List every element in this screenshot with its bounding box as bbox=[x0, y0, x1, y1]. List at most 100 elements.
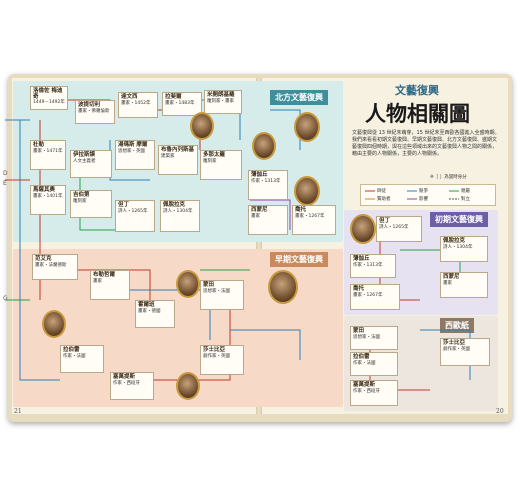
portrait-icon bbox=[42, 310, 66, 338]
person-desc: 畫家・1452年 bbox=[121, 100, 151, 106]
person-desc: 畫家 bbox=[251, 213, 260, 219]
person-desc: 畫家・1401年 bbox=[33, 193, 63, 199]
person-name: 蒙田 bbox=[353, 328, 365, 334]
person-node[interactable]: 蒙田思想家・法國 bbox=[350, 326, 398, 350]
intro-text: 文藝復興從 13 世紀末萌芽，15 世紀末至西歐各國進入全盛時期。我們來看看初期… bbox=[352, 130, 500, 157]
person-node[interactable]: 拉伯雷作家・法國 bbox=[350, 352, 398, 376]
person-name: 蒙田 bbox=[203, 282, 215, 288]
person-node[interactable]: 伊拉斯謨人文主義者 bbox=[70, 150, 112, 178]
person-name: 拉伯雷 bbox=[353, 354, 370, 360]
legend-swatches bbox=[365, 190, 459, 200]
person-node[interactable]: 布魯內列斯基建築家 bbox=[158, 145, 198, 175]
person-name: 波提切利 bbox=[78, 102, 101, 108]
person-desc: 思想家・法國 bbox=[203, 288, 230, 294]
page-number-left: 21 bbox=[14, 408, 22, 415]
person-node[interactable]: 馬薩其奧畫家・1401年 bbox=[30, 185, 66, 215]
person-node[interactable]: 杜勒畫家・1471年 bbox=[30, 140, 66, 170]
person-name: 西蒙尼 bbox=[443, 274, 460, 280]
person-desc: 雕刻家 bbox=[203, 158, 217, 164]
person-node[interactable]: 波提切利畫家・佛羅倫斯 bbox=[75, 100, 115, 124]
person-node[interactable]: 霍爾班畫家・德國 bbox=[135, 300, 175, 328]
person-name: 洛倫佐 梅迪奇 bbox=[33, 88, 63, 100]
person-name: 薄伽丘 bbox=[251, 172, 268, 178]
person-name: 西蒙尼 bbox=[251, 207, 268, 213]
person-name: 霍爾班 bbox=[138, 302, 155, 308]
person-node[interactable]: 西蒙尼畫家 bbox=[248, 205, 288, 235]
person-node[interactable]: 喬托畫家・1267年 bbox=[292, 205, 336, 235]
person-desc: 畫家・1267年 bbox=[295, 213, 325, 219]
portrait-icon bbox=[350, 214, 376, 244]
person-node[interactable]: 佩脫拉克詩人・1304年 bbox=[440, 236, 488, 262]
person-desc: 1449－1492年 bbox=[33, 100, 65, 105]
person-desc: 詩人・1265年 bbox=[118, 208, 148, 214]
person-name: 馬薩其奧 bbox=[33, 187, 56, 193]
person-node[interactable]: 湯瑪斯 摩爾思想家・英國 bbox=[115, 140, 155, 170]
person-desc: 作家・1313年 bbox=[353, 262, 383, 268]
person-name: 莎士比亞 bbox=[443, 340, 466, 346]
person-node[interactable]: 但丁詩人・1265年 bbox=[376, 216, 422, 242]
person-name: 范艾克 bbox=[35, 256, 52, 262]
north-region-label: 北方文藝復興 bbox=[270, 90, 328, 105]
portrait-icon bbox=[252, 132, 276, 160]
person-node[interactable]: 喬托畫家・1267年 bbox=[350, 284, 400, 310]
person-node[interactable]: 莎士比亞劇作家・英國 bbox=[440, 338, 490, 366]
person-node[interactable]: 佩脫拉克詩人・1304年 bbox=[160, 200, 200, 232]
person-node[interactable]: 薄伽丘作家・1313年 bbox=[350, 254, 396, 278]
title-main: 人物相關圖 bbox=[365, 101, 470, 126]
portrait-icon bbox=[268, 270, 298, 304]
person-name: 塞萬提斯 bbox=[353, 382, 376, 388]
init-region-label: 初期文藝復興 bbox=[430, 212, 488, 227]
legend-item-3: 贊助者 bbox=[377, 197, 391, 202]
person-node[interactable]: 塞萬提斯作家・西班牙 bbox=[110, 372, 154, 400]
portrait-icon bbox=[294, 112, 320, 142]
person-name: 達文西 bbox=[121, 94, 138, 100]
person-name: 拉伯雷 bbox=[63, 347, 80, 353]
person-desc: 雕刻家・畫家 bbox=[207, 98, 234, 104]
person-desc: 畫家 bbox=[443, 280, 452, 286]
person-name: 佩脫拉克 bbox=[163, 202, 186, 208]
person-name: 布魯內列斯基 bbox=[161, 147, 195, 153]
person-desc: 建築家 bbox=[161, 153, 175, 159]
person-node[interactable]: 蒙田思想家・法國 bbox=[200, 280, 244, 310]
person-name: 拉斐爾 bbox=[165, 94, 182, 100]
person-desc: 詩人・1304年 bbox=[163, 208, 193, 214]
person-desc: 作家・西班牙 bbox=[113, 380, 140, 386]
person-desc: 畫家・1483年 bbox=[165, 100, 195, 106]
person-name: 塞萬提斯 bbox=[113, 374, 136, 380]
person-name: 莎士比亞 bbox=[203, 347, 226, 353]
person-node[interactable]: 吉伯第雕刻家 bbox=[70, 190, 112, 218]
person-node[interactable]: 西蒙尼畫家 bbox=[440, 272, 488, 298]
person-name: 喬托 bbox=[353, 286, 365, 292]
person-name: 但丁 bbox=[118, 202, 130, 208]
person-node[interactable]: 米開朗基羅雕刻家・畫家 bbox=[204, 90, 242, 114]
person-node[interactable]: 范艾克畫家・法蘭德斯 bbox=[32, 254, 78, 280]
person-desc: 思想家・法國 bbox=[353, 334, 380, 340]
person-node[interactable]: 拉伯雷作家・法國 bbox=[60, 345, 104, 373]
person-node[interactable]: 薄伽丘作家・1313年 bbox=[248, 170, 288, 200]
person-node[interactable]: 布勒哲爾畫家 bbox=[90, 270, 130, 300]
person-name: 佩脫拉克 bbox=[443, 238, 466, 244]
person-name: 布勒哲爾 bbox=[93, 272, 116, 278]
person-node[interactable]: 莎士比亞劇作家・英國 bbox=[200, 345, 244, 375]
person-desc: 作家・法國 bbox=[353, 360, 376, 366]
person-node[interactable]: 塞萬提斯作家・西班牙 bbox=[350, 380, 398, 406]
person-node[interactable]: 拉斐爾畫家・1483年 bbox=[162, 92, 202, 116]
person-desc: 畫家・佛羅倫斯 bbox=[78, 108, 110, 114]
person-name: 多那太羅 bbox=[203, 152, 226, 158]
person-desc: 思想家・英國 bbox=[118, 148, 145, 154]
person-name: 薄伽丘 bbox=[353, 256, 370, 262]
person-desc: 作家・西班牙 bbox=[353, 388, 380, 394]
page-number-right: 20 bbox=[496, 408, 504, 415]
person-node[interactable]: 達文西畫家・1452年 bbox=[118, 92, 158, 118]
legend-item-4: 影響 bbox=[419, 197, 428, 202]
legend-item-5: 對立 bbox=[461, 197, 470, 202]
person-desc: 劇作家・英國 bbox=[203, 353, 230, 359]
intro-note: ※［ ］為當時身分 bbox=[430, 175, 467, 180]
legend-item-1: 競爭 bbox=[419, 189, 428, 194]
portrait-icon bbox=[176, 372, 200, 400]
person-node[interactable]: 多那太羅雕刻家 bbox=[200, 150, 242, 180]
person-desc: 畫家・德國 bbox=[138, 308, 161, 314]
person-node[interactable]: 但丁詩人・1265年 bbox=[115, 200, 155, 232]
person-desc: 詩人・1265年 bbox=[379, 224, 409, 230]
